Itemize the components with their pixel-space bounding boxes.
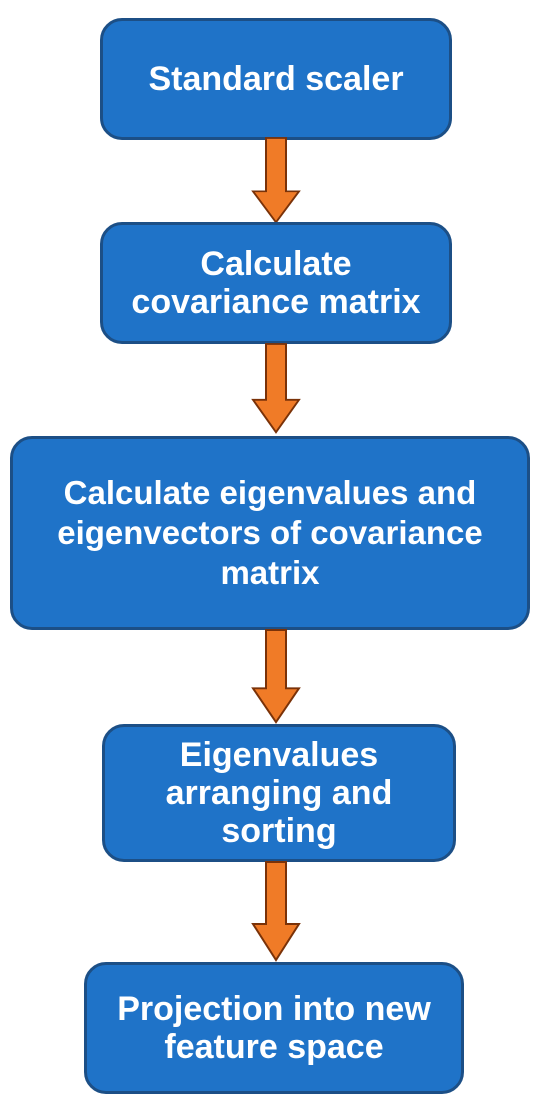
arrow-down-icon: [251, 137, 301, 224]
step-calculate-covariance-matrix: Calculate covariance matrix: [100, 222, 452, 344]
arrow-down-icon: [251, 629, 301, 724]
step-calculate-eigenvalues-eigenvectors: Calculate eigenvalues and eigenvectors o…: [10, 436, 530, 630]
arrow-down-icon: [251, 861, 301, 962]
arrow-down-icon: [251, 343, 301, 434]
step-projection-feature-space: Projection into new feature space: [84, 962, 464, 1094]
step-standard-scaler: Standard scaler: [100, 18, 452, 140]
step-eigenvalues-arranging-sorting: Eigenvalues arranging and sorting: [102, 724, 456, 862]
